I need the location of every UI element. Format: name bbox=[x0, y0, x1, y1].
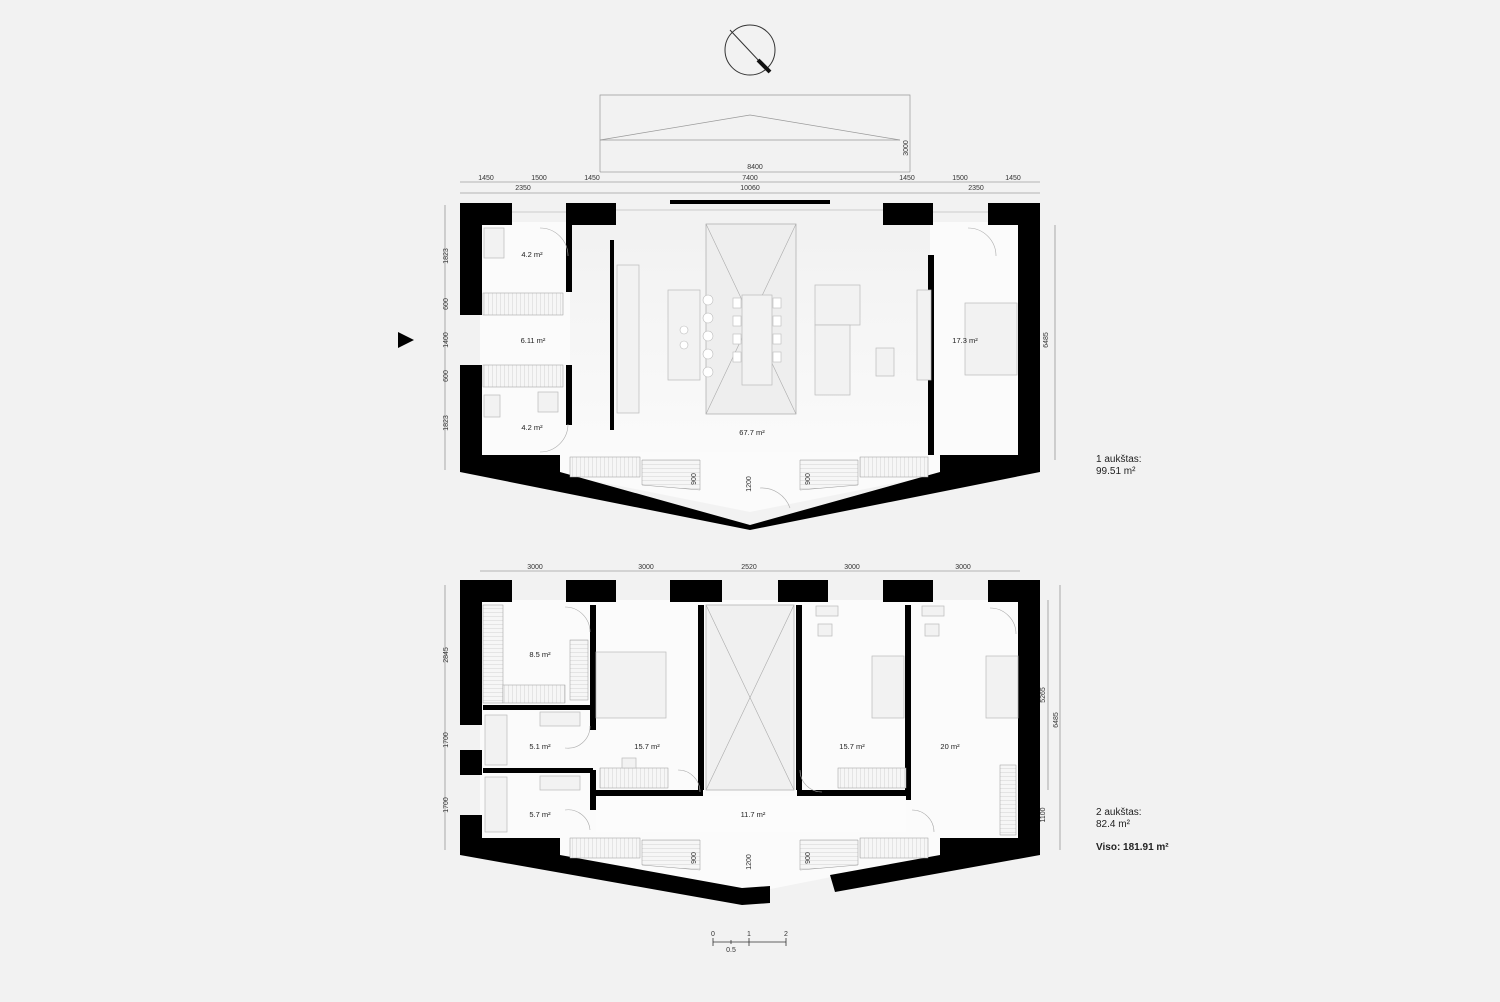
f2-dim-5: 3000 bbox=[955, 564, 971, 571]
room-living: 67.7 m² bbox=[739, 428, 765, 437]
f2-right-dim-1: 5265 bbox=[1040, 687, 1047, 703]
f1-dim-3: 1450 bbox=[584, 175, 600, 182]
f2-stair-dim-2: 1200 bbox=[746, 854, 753, 870]
floor1-area: 99.51 m² bbox=[1096, 466, 1136, 477]
room-right: 17.3 m² bbox=[952, 336, 978, 345]
f1-stair-dim-3: 900 bbox=[805, 473, 812, 485]
f1-dim-6: 1500 bbox=[952, 175, 968, 182]
f2-dimension-lines bbox=[444, 570, 1061, 850]
f1-left-dim-2: 600 bbox=[443, 298, 450, 310]
f1-right-dim: 6485 bbox=[1043, 332, 1050, 348]
room-bedroom1: 15.7 m² bbox=[634, 742, 660, 751]
f1-dim-row2-1: 2350 bbox=[515, 185, 531, 192]
f2-right-dim-2: 6485 bbox=[1053, 712, 1060, 728]
scale-label-2: 2 bbox=[784, 931, 788, 938]
f2-right-dim-3: 1100 bbox=[1040, 807, 1047, 822]
room-wc-top: 4.2 m² bbox=[521, 250, 543, 259]
scale-label-half: 0.5 bbox=[726, 947, 736, 954]
room-wc-bottom: 4.2 m² bbox=[521, 423, 543, 432]
f1-dim-2: 1500 bbox=[531, 175, 547, 182]
roof-profile bbox=[599, 94, 911, 172]
room-bedroom2: 15.7 m² bbox=[839, 742, 865, 751]
f1-left-dim-5: 1823 bbox=[443, 415, 450, 431]
room-bath2: 5.7 m² bbox=[529, 810, 551, 819]
f2-dim-1: 3000 bbox=[527, 564, 543, 571]
roof-height-dim: 3000 bbox=[903, 140, 910, 156]
floor1-area-label: 1 aukštas: 99.51 m² bbox=[1096, 454, 1142, 478]
north-arrow-icon bbox=[724, 24, 776, 76]
f1-dim-5: 1450 bbox=[899, 175, 915, 182]
f1-dim-1: 1450 bbox=[478, 175, 494, 182]
floor1-plan bbox=[460, 200, 1040, 530]
floor2-plan bbox=[460, 580, 1040, 905]
room-hall: 6.11 m² bbox=[521, 336, 546, 345]
room-corridor: 11.7 m² bbox=[741, 810, 766, 819]
room-bedroom3: 20 m² bbox=[940, 742, 960, 751]
f2-dim-2: 3000 bbox=[638, 564, 654, 571]
f1-left-dim-1: 1823 bbox=[443, 248, 450, 264]
scale-label-0: 0 bbox=[711, 931, 715, 938]
f1-left-dim-3: 1400 bbox=[443, 332, 450, 348]
scale-label-1: 1 bbox=[747, 931, 751, 938]
f2-left-dim-2: 1700 bbox=[443, 732, 450, 748]
total-area: Viso: 181.91 m² bbox=[1096, 842, 1169, 853]
f1-dimension-lines bbox=[444, 171, 1056, 470]
f1-stair-dim-2: 1200 bbox=[746, 476, 753, 492]
f2-left-dim-3: 1700 bbox=[443, 797, 450, 813]
f1-dim-row2-2: 10060 bbox=[740, 185, 760, 192]
room-wardrobe: 8.5 m² bbox=[529, 650, 551, 659]
floor1-title: 1 aukštas: bbox=[1096, 454, 1142, 465]
floor2-area: 82.4 m² bbox=[1096, 819, 1130, 830]
f2-dim-4: 3000 bbox=[844, 564, 860, 571]
f2-dim-3: 2520 bbox=[741, 564, 757, 571]
f2-stair-dim-1: 900 bbox=[691, 852, 698, 864]
floor2-title: 2 aukštas: bbox=[1096, 807, 1142, 818]
f1-dim-4: 7400 bbox=[742, 175, 758, 182]
overall-dim: 8400 bbox=[747, 164, 763, 171]
f2-left-dim-1: 2845 bbox=[443, 647, 450, 663]
room-bath1: 5.1 m² bbox=[529, 742, 551, 751]
f1-dim-7: 1450 bbox=[1005, 175, 1021, 182]
entrance-arrow-icon bbox=[398, 332, 414, 348]
scale-bar bbox=[712, 938, 787, 946]
f1-stair-dim-1: 900 bbox=[691, 473, 698, 485]
f1-dim-row2-3: 2350 bbox=[968, 185, 984, 192]
f2-stair-dim-3: 900 bbox=[805, 852, 812, 864]
f1-left-dim-4: 600 bbox=[443, 370, 450, 382]
floor2-area-label: 2 aukštas: 82.4 m² bbox=[1096, 807, 1142, 831]
